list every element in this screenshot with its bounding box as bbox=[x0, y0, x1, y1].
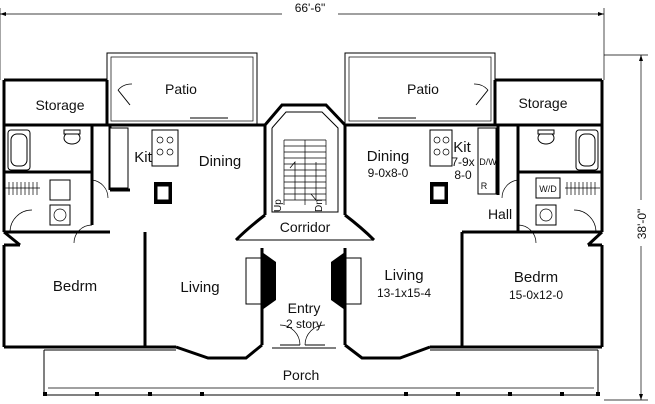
left-patio-label: Patio bbox=[165, 81, 197, 97]
width-dimension-label: 66'-6" bbox=[295, 1, 326, 15]
right-bedrm-size: 15-0x12-0 bbox=[509, 288, 563, 302]
exterior-walls bbox=[2, 78, 604, 360]
porch-label: Porch bbox=[283, 367, 320, 383]
left-bedrm-label: Bedrm bbox=[53, 278, 97, 295]
right-patio-label: Patio bbox=[407, 81, 439, 97]
right-dw-label: D/W bbox=[479, 157, 497, 167]
stair-tower bbox=[234, 103, 376, 242]
entry-walls bbox=[245, 248, 362, 349]
right-kit-size-line2: 8-0 bbox=[454, 168, 472, 182]
stair-up-label: Up bbox=[273, 199, 284, 212]
right-storage-label: Storage bbox=[518, 95, 567, 111]
left-storage-label: Storage bbox=[35, 97, 84, 113]
left-closet-hatch bbox=[5, 182, 40, 195]
left-living-label: Living bbox=[180, 279, 219, 296]
left-kit-label: Kit bbox=[134, 149, 152, 166]
right-dining-size: 9-0x8-0 bbox=[368, 166, 409, 180]
depth-dimension: 38'-0" bbox=[604, 54, 649, 401]
left-dining-label: Dining bbox=[199, 153, 242, 170]
left-unit-partitions bbox=[4, 80, 179, 347]
right-hall-label: Hall bbox=[488, 206, 512, 222]
depth-dimension-label: 38'-0" bbox=[635, 209, 649, 240]
stair-dn-label: Dn bbox=[314, 199, 325, 212]
entry-note: 2 story bbox=[286, 317, 322, 331]
right-dining-label: Dining bbox=[367, 148, 410, 165]
entry-label: Entry bbox=[288, 300, 321, 316]
right-unit-partitions bbox=[429, 80, 602, 347]
right-closet-hatch bbox=[565, 182, 600, 195]
right-r-label: R bbox=[481, 181, 488, 191]
corridor-label: Corridor bbox=[280, 219, 331, 235]
width-dimension: 66'-6" bbox=[0, 1, 605, 80]
right-kit-label: Kit bbox=[453, 139, 471, 156]
right-living-size: 13-1x15-4 bbox=[377, 286, 431, 300]
right-wd-label: W/D bbox=[539, 184, 557, 194]
right-living-label: Living bbox=[384, 267, 423, 284]
right-bedrm-label: Bedrm bbox=[514, 269, 558, 286]
right-kit-size-line1: 7-9x bbox=[451, 155, 474, 169]
porch bbox=[43, 349, 600, 396]
